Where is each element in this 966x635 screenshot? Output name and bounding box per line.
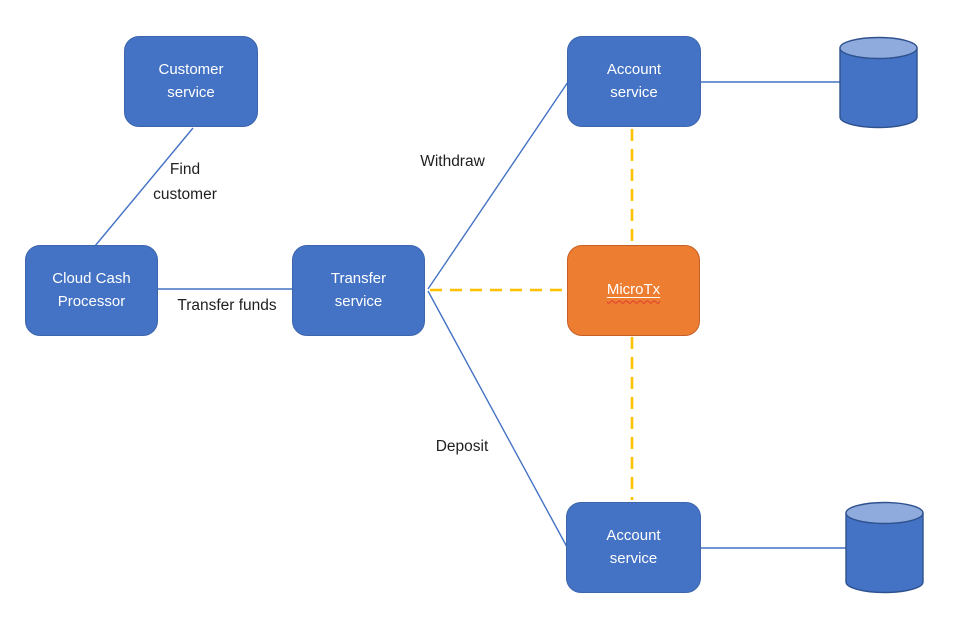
node-account-service-bottom: Account service (566, 502, 701, 593)
node-cloud-cash-processor-label: Cloud Cash Processor (52, 270, 131, 310)
node-account-service-bottom-label: Account service (606, 527, 661, 567)
edge-label-deposit: Deposit (435, 438, 489, 455)
node-transfer-service: Transfer service (292, 245, 425, 336)
node-microtx-underline: MicroTx (607, 279, 660, 302)
node-customer-service-label: Customer service (158, 61, 224, 101)
node-microtx-label: MicroTx (606, 281, 661, 299)
database-cylinder-bottom (845, 501, 924, 594)
edge-label-transfer-funds: Transfer funds (177, 297, 277, 314)
connector-find-customer (94, 127, 194, 247)
connector-deposit (427, 290, 568, 548)
node-account-service-top: Account service (567, 36, 701, 127)
database-cylinder-top (839, 36, 918, 129)
edge-label-withdraw: Withdraw (420, 153, 485, 170)
node-cloud-cash-processor: Cloud Cash Processor (25, 245, 158, 336)
node-microtx: MicroTx (567, 245, 700, 336)
node-account-service-top-label: Account service (606, 61, 662, 101)
node-customer-service: Customer service (124, 36, 258, 127)
connector-withdraw (427, 81, 569, 290)
edge-label-find-customer: Find customer (153, 161, 217, 203)
node-transfer-service-label: Transfer service (330, 270, 387, 310)
